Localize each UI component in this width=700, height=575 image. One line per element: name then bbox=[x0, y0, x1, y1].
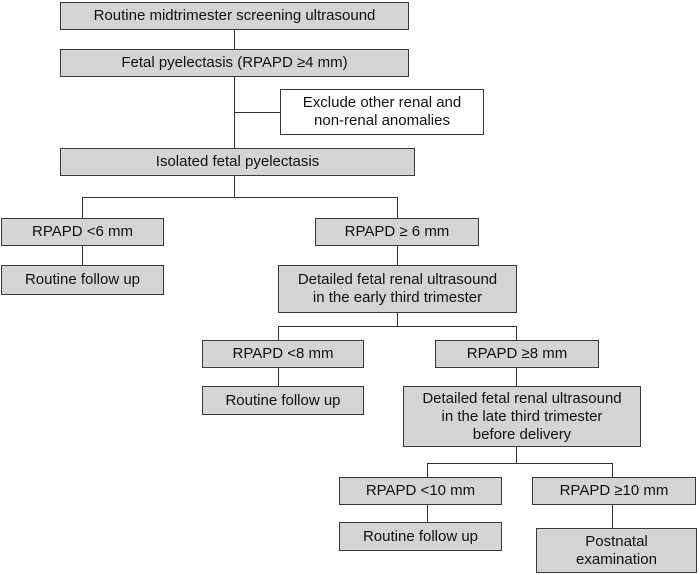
rpapd-ge10-box: RPAPD ≥10 mm bbox=[532, 477, 696, 505]
connector bbox=[234, 29, 235, 49]
isolated-pyelectasis-box: Isolated fetal pyelectasis bbox=[60, 148, 415, 176]
connector bbox=[234, 175, 235, 197]
rpapd-lt8-box: RPAPD <8 mm bbox=[202, 340, 364, 368]
connector bbox=[234, 112, 280, 113]
connector bbox=[516, 326, 517, 340]
connector bbox=[82, 197, 398, 198]
postnatal-examination-text: Postnatal examination bbox=[576, 532, 657, 568]
fetal-pyelectasis-box: Fetal pyelectasis (RPAPD ≥4 mm) bbox=[60, 49, 409, 77]
connector bbox=[278, 367, 279, 386]
connector bbox=[397, 197, 398, 218]
exclude-anomalies-box: Exclude other renal and non-renal anomal… bbox=[280, 89, 484, 135]
rpapd-ge8-box: RPAPD ≥8 mm bbox=[435, 340, 599, 368]
connector bbox=[612, 463, 613, 477]
routine-follow-up-box: Routine follow up bbox=[202, 386, 364, 415]
routine-follow-up-box: Routine follow up bbox=[1, 265, 164, 295]
late-third-trimester-text: Detailed fetal renal ultrasound in the l… bbox=[422, 389, 622, 443]
connector bbox=[397, 246, 398, 265]
connector bbox=[427, 504, 428, 522]
connector bbox=[278, 326, 279, 340]
rpapd-lt6-box: RPAPD <6 mm bbox=[1, 218, 164, 246]
connector bbox=[612, 504, 613, 528]
connector bbox=[516, 446, 517, 463]
connector bbox=[397, 313, 398, 326]
rpapd-lt10-box: RPAPD <10 mm bbox=[339, 477, 502, 505]
early-third-trimester-text: Detailed fetal renal ultrasound in the e… bbox=[297, 271, 498, 306]
early-third-trimester-box: Detailed fetal renal ultrasound in the e… bbox=[278, 265, 517, 313]
connector bbox=[427, 463, 428, 477]
connector bbox=[82, 246, 83, 265]
connector bbox=[516, 367, 517, 386]
connector bbox=[278, 326, 517, 327]
routine-follow-up-box: Routine follow up bbox=[339, 522, 502, 551]
connector bbox=[82, 197, 83, 218]
rpapd-ge6-box: RPAPD ≥ 6 mm bbox=[315, 218, 479, 246]
connector bbox=[427, 463, 613, 464]
exclude-anomalies-text: Exclude other renal and non-renal anomal… bbox=[302, 94, 462, 129]
routine-screening-box: Routine midtrimester screening ultrasoun… bbox=[60, 2, 409, 30]
late-third-trimester-box: Detailed fetal renal ultrasound in the l… bbox=[403, 386, 641, 447]
postnatal-examination-box: Postnatal examination bbox=[536, 528, 697, 573]
